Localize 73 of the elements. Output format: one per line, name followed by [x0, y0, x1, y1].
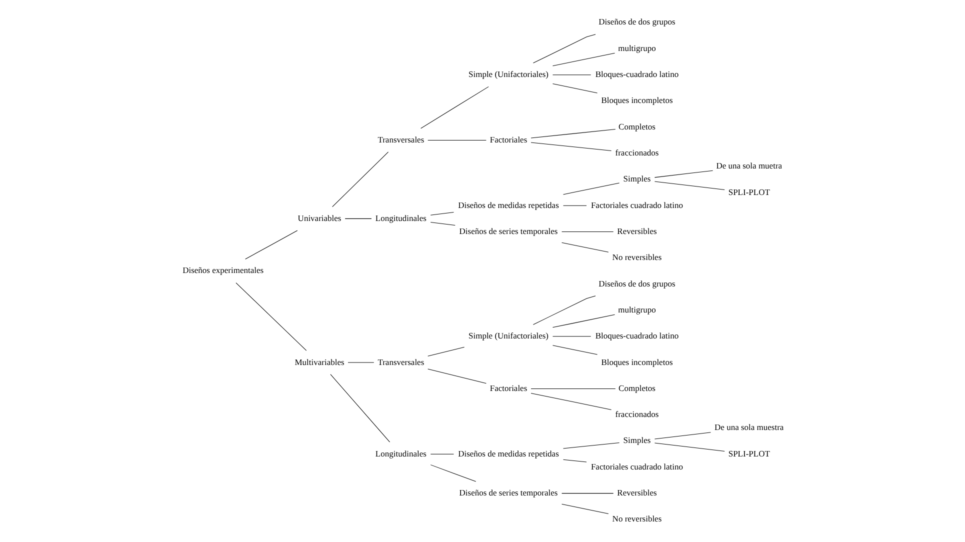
connector	[332, 152, 388, 208]
connector	[244, 230, 298, 260]
connector	[562, 442, 620, 449]
connector	[427, 346, 464, 356]
node-text: De una sola muestra	[714, 422, 784, 432]
connector	[330, 374, 390, 442]
node-text: multigrupo	[618, 42, 656, 53]
node-text: Longitudinales	[374, 212, 426, 223]
node-text: Factoriales cuadrado latino	[590, 461, 683, 472]
node-text: Factoriales	[489, 382, 527, 393]
node-text: Simple (Unifactoriales)	[468, 330, 548, 341]
node-text: Multivariables	[294, 356, 344, 367]
connector	[532, 296, 596, 325]
node-text: De una sola muetra	[716, 160, 782, 171]
node-text: Univariables	[297, 212, 341, 223]
connector	[654, 170, 713, 178]
connector	[530, 392, 612, 410]
connector	[530, 142, 612, 151]
node-text: Simple (Unifactoriales)	[468, 69, 548, 80]
connector	[552, 314, 615, 328]
node-text: Bloques incompletos	[600, 95, 672, 106]
node-text: Completos	[618, 121, 655, 132]
node-text: Simples	[622, 174, 650, 184]
node-text: No reversibles	[612, 252, 662, 262]
node-text: SPLI-PLOT	[728, 448, 770, 458]
connector	[420, 86, 488, 129]
connector	[562, 459, 586, 462]
connector	[552, 52, 615, 66]
connector	[552, 345, 598, 355]
node-text: Diseños de dos grupos	[598, 278, 675, 288]
node-text: Diseños de series temporales	[458, 226, 558, 236]
node-text: Bloques-cuadrado latino	[594, 330, 678, 341]
node-text: fraccionados	[614, 148, 658, 158]
node-text: Longitudinales	[374, 448, 426, 458]
connector	[430, 212, 454, 216]
node-text: SPLI-PLOT	[728, 186, 770, 197]
connector	[654, 442, 724, 452]
node-text: Factoriales cuadrado latino	[590, 200, 683, 210]
connector	[430, 464, 476, 482]
connector	[561, 493, 614, 494]
connector	[654, 181, 724, 190]
connector	[532, 34, 596, 64]
node-text: Reversibles	[616, 226, 656, 236]
node-text: Diseños experimentales	[182, 265, 264, 276]
connector	[552, 336, 591, 337]
connector	[344, 218, 372, 219]
connector	[562, 205, 586, 206]
connector	[552, 84, 598, 94]
connector	[561, 242, 608, 252]
connector	[430, 222, 455, 226]
node-text: Reversibles	[616, 488, 656, 498]
node-text: Factoriales	[489, 134, 527, 144]
node-text: No reversibles	[612, 514, 662, 524]
connector	[552, 74, 591, 76]
connector	[530, 388, 616, 389]
connector	[427, 368, 486, 384]
node-text: Diseños de medidas repetidas	[458, 448, 558, 458]
connector	[561, 504, 608, 514]
node-text: Transversales	[377, 134, 424, 144]
node-text: Bloques incompletos	[600, 356, 672, 367]
connector	[654, 432, 710, 440]
node-text: Transversales	[377, 356, 424, 367]
node-text: Simples	[622, 435, 650, 446]
node-text: multigrupo	[618, 304, 656, 314]
node-text: Completos	[618, 382, 655, 393]
node-text: Diseños de series temporales	[458, 488, 558, 498]
connector	[235, 282, 306, 351]
node-text: Diseños de dos grupos	[598, 16, 675, 27]
connector	[530, 129, 616, 138]
node-text: Diseños de medidas repetidas	[458, 200, 558, 210]
node-text: Bloques-cuadrado latino	[594, 69, 678, 80]
connector	[562, 182, 620, 195]
node-text: fraccionados	[614, 409, 658, 420]
